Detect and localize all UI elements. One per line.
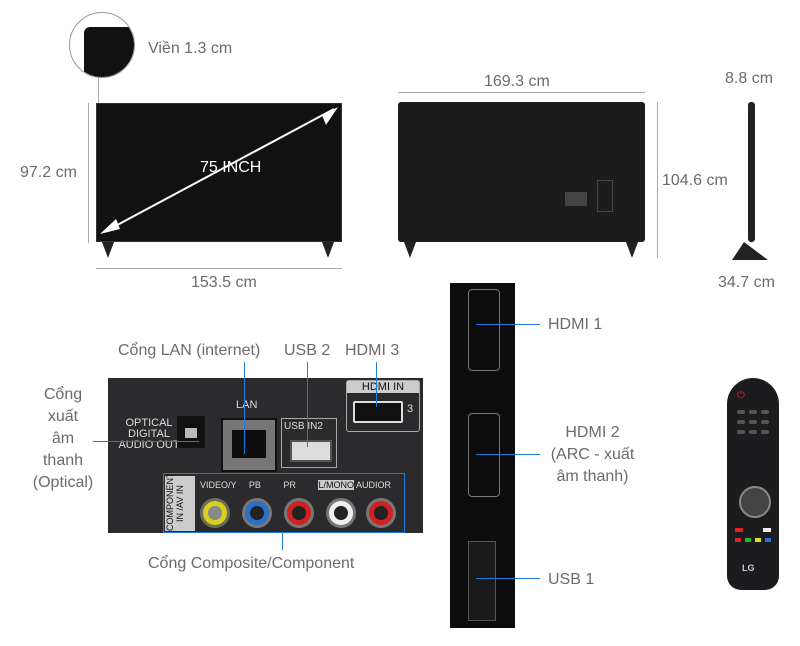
pr-text: PR [283, 480, 296, 490]
optical-text: OPTICAL [125, 417, 173, 429]
rca-yellow [203, 501, 227, 525]
lmono-text: L/MONO [318, 480, 354, 490]
composite-callout: Cổng Composite/Component [148, 555, 355, 572]
lan-port [221, 418, 277, 472]
component-highlight-box [163, 473, 405, 533]
hdmi1-callout: HDMI 1 [548, 316, 603, 333]
side-port-strip [450, 283, 515, 628]
r-text: R [384, 480, 391, 490]
hdmi-text: HDMI IN [347, 381, 419, 393]
hdmi-num: 3 [407, 403, 414, 415]
hdmi3-callout: HDMI 3 [345, 342, 400, 359]
lan-text: LAN [236, 399, 258, 411]
back-width: 169.3 cm [484, 73, 550, 90]
diagonal-arrow [100, 107, 338, 234]
usb-text: USB IN2 [284, 421, 323, 432]
tv-back [398, 102, 645, 242]
lan-callout: Cổng LAN (internet) [118, 342, 261, 359]
lg-logo: LG [742, 563, 755, 573]
side-depth: 8.8 cm [725, 70, 774, 87]
audio-text: AUDIO [355, 480, 385, 490]
optical-text: DIGITAL [128, 428, 170, 440]
power-icon: ⏻ [737, 390, 745, 401]
y-text: Y [230, 480, 237, 490]
pb-text: PB [248, 480, 261, 490]
bezel-zoom-circle [69, 12, 135, 78]
usb2-callout: USB 2 [284, 342, 331, 359]
rca-white [329, 501, 353, 525]
back-height: 104.6 cm [662, 172, 728, 189]
usb2-port: USB IN2 [281, 418, 337, 468]
video-text: VIDEO/ [200, 480, 231, 490]
front-width: 153.5 cm [191, 274, 257, 291]
optical-text: AUDIO OUT [118, 439, 180, 451]
hdmi3-port: HDMI IN 3 [346, 380, 420, 432]
stand-depth: 34.7 cm [718, 274, 775, 291]
front-height: 97.2 cm [20, 164, 77, 181]
diagonal-label: 75 INCH [200, 159, 262, 176]
tv-side [748, 102, 755, 242]
bezel-label: Viền 1.3 cm [148, 40, 233, 57]
usb1-callout: USB 1 [548, 571, 595, 588]
rca-red-audio [369, 501, 393, 525]
remote-control: ⏻ LG [727, 378, 779, 590]
rca-red-pr [287, 501, 311, 525]
rca-blue [245, 501, 269, 525]
optical-port [177, 416, 205, 448]
